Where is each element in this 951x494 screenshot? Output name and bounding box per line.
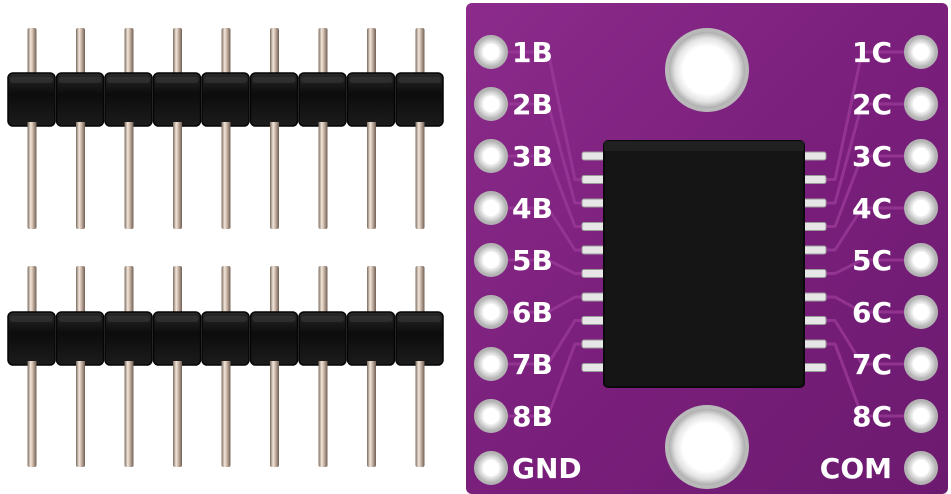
ic-chip — [603, 140, 805, 388]
header-pin — [415, 28, 425, 229]
breakout-board: 1B 2B 3B 4B 5B 6B 7B 8B GND 1C 2C 3C 4C 5C 6C 7C 8C COM — [466, 3, 948, 494]
trace — [505, 50, 586, 181]
pads-left — [474, 35, 508, 485]
trace — [822, 319, 907, 366]
labels-left: 1B 2B 3B 4B 5B 6B 7B 8B GND — [512, 36, 582, 485]
pin-label-right: 7C — [852, 348, 892, 381]
header-pin — [173, 28, 182, 229]
pin-label-right: COM — [820, 452, 892, 485]
chip-pins — [581, 151, 827, 372]
trace — [505, 342, 586, 418]
pin-label-left: 2B — [512, 88, 553, 121]
pin-label-left: 5B — [512, 244, 553, 277]
header-pin — [27, 28, 37, 229]
header-pin — [76, 28, 85, 229]
pin-label-left: 6B — [512, 296, 553, 329]
trace — [822, 50, 907, 181]
pin-label-left: GND — [512, 452, 582, 485]
trace — [505, 102, 586, 205]
trace — [505, 154, 586, 228]
pin-label-right: 4C — [852, 192, 892, 225]
trace — [822, 154, 907, 228]
trace — [505, 258, 586, 275]
header-pin — [270, 28, 279, 229]
trace — [822, 342, 907, 418]
pin-label-right: 1C — [852, 36, 892, 69]
trace — [505, 295, 586, 314]
header-pin — [367, 28, 376, 229]
header-pin — [318, 28, 328, 229]
pin-label-right: 8C — [852, 400, 892, 433]
pin-label-right: 6C — [852, 296, 892, 329]
pin-label-left: 8B — [512, 400, 553, 433]
pin-label-left: 1B — [512, 36, 553, 69]
labels-right: 1C 2C 3C 4C 5C 6C 7C 8C COM — [820, 36, 892, 485]
trace — [505, 206, 586, 252]
pin-label-right: 2C — [852, 88, 892, 121]
trace — [822, 295, 907, 314]
mounting-hole-top — [665, 28, 749, 112]
pin-label-right: 3C — [852, 140, 892, 173]
header-pin — [221, 28, 231, 229]
mounting-hole-bottom — [665, 405, 749, 489]
trace — [822, 102, 907, 205]
pin-label-left: 7B — [512, 348, 553, 381]
pin-label-left: 4B — [512, 192, 553, 225]
trace — [822, 258, 907, 275]
board-traces — [505, 50, 907, 418]
header-pin — [124, 28, 134, 229]
pin-label-left: 3B — [512, 140, 553, 173]
pin-header-bottom — [7, 266, 444, 467]
pin-header-top — [7, 28, 444, 229]
trace — [505, 319, 586, 366]
pin-label-right: 5C — [852, 244, 892, 277]
pads-right — [904, 35, 938, 485]
trace — [822, 206, 907, 252]
